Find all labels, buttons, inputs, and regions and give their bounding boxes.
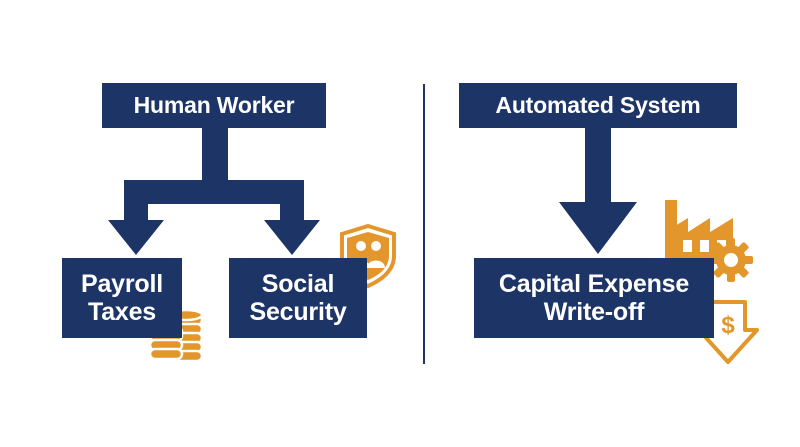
payroll-taxes-line-2: Taxes bbox=[87, 298, 157, 326]
factory-icon bbox=[665, 200, 733, 262]
social-security-box: Social Security bbox=[229, 258, 367, 338]
left-arrowhead-social bbox=[264, 220, 320, 255]
social-security-line-2: Security bbox=[249, 298, 347, 326]
payroll-taxes-line-1: Payroll bbox=[81, 270, 163, 298]
social-security-line-1: Social bbox=[261, 270, 335, 298]
right-branch-down bbox=[280, 180, 304, 222]
left-arrowhead-payroll bbox=[108, 220, 164, 255]
automated-system-box: Automated System bbox=[459, 83, 737, 128]
dollar-symbol: $ bbox=[721, 312, 735, 339]
payroll-taxes-box: Payroll Taxes bbox=[62, 258, 182, 338]
automated-system-label: Automated System bbox=[495, 91, 701, 118]
left-connectors bbox=[108, 126, 320, 255]
right-arrowhead bbox=[559, 202, 637, 254]
left-stem bbox=[202, 126, 228, 184]
human-worker-box: Human Worker bbox=[102, 83, 326, 128]
left-branch-down bbox=[124, 180, 148, 222]
human-worker-label: Human Worker bbox=[133, 91, 295, 118]
capital-expense-line-1: Capital Expense bbox=[498, 270, 690, 298]
capital-expense-line-2: Write-off bbox=[543, 298, 645, 326]
right-stem bbox=[585, 126, 611, 216]
right-connector bbox=[559, 126, 637, 254]
center-divider bbox=[423, 84, 425, 364]
gear-icon bbox=[709, 238, 753, 282]
capital-expense-box: Capital Expense Write-off bbox=[474, 258, 714, 338]
left-branch-bar bbox=[124, 180, 304, 204]
